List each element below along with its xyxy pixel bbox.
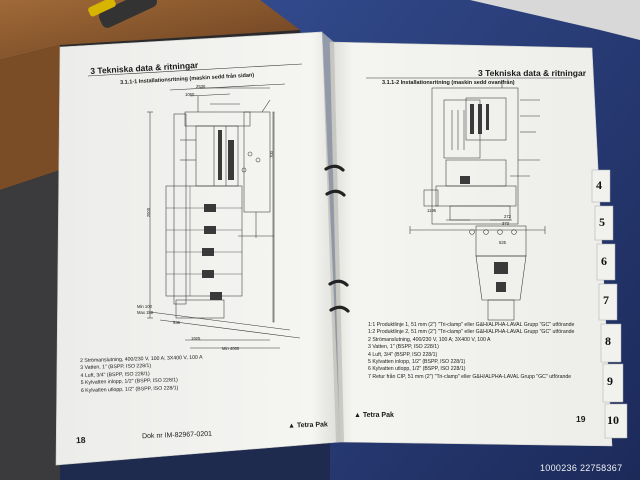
dim-2000: 2000 (146, 207, 152, 218)
index-tabs (591, 169, 628, 439)
dim-2530: 2530 (196, 84, 206, 89)
left-legend: 2 Strömanslutning, 400/230 V, 100 A; 3X4… (80, 355, 203, 395)
dim-373: 373 (502, 221, 509, 226)
tab-8[interactable]: 8 (605, 334, 611, 348)
side-view-grid (166, 186, 242, 296)
dim-1925: 1925 (191, 336, 201, 341)
right-legend: 1:1 Produktlinje 1, 51 mm (2") "Tri-clam… (368, 322, 574, 381)
dim-max150: Max 150 (137, 310, 154, 315)
right-legend-item: 2 Strömanslutning, 400/230 V, 100 A; 3X4… (368, 336, 491, 343)
tool-tip (88, 0, 116, 17)
tetra-pak-triangle-icon: ▲ (287, 422, 296, 430)
tab-6[interactable]: 6 (601, 254, 607, 268)
top-view-drawing (409, 80, 546, 321)
binder-rings (324, 164, 350, 313)
right-legend-item: 7 Retur från CIP, 51 mm (2") "Tri-clamp"… (368, 373, 572, 380)
left-logo-text: Tetra Pak (296, 421, 329, 430)
right-logo-text: Tetra Pak (362, 412, 394, 419)
right-legend-item: 1:2 Produktlinje 2, 51 mm (2") "Tri-clam… (368, 329, 575, 336)
tab-9[interactable]: 9 (607, 374, 613, 388)
dim-1060: 1060 (185, 92, 195, 97)
right-legend-item: 3 Vatten, 1" (BSPP, ISO 228/1) (368, 344, 439, 351)
dim-272: 272 (504, 214, 511, 219)
wood-edge (0, 45, 60, 190)
tool-handle (98, 0, 158, 28)
left-tetra-pak-logo: ▲ Tetra Pak (288, 421, 328, 429)
right-tetra-pak-logo: ▲ Tetra Pak (354, 412, 394, 419)
right-page (329, 41, 613, 447)
left-page-number: 18 (75, 434, 86, 446)
right-legend-item: 6 Kylvatten utlopp, 1/2" (BSPP, ISO 228/… (368, 366, 466, 373)
right-page-number: 19 (576, 414, 586, 424)
dim-936: 936 (173, 320, 180, 325)
tab-10[interactable]: 10 (607, 413, 619, 427)
right-page-header: 3 Tekniska data & ritningar (478, 68, 587, 78)
dim-1195: 1195 (427, 208, 437, 213)
side-view-drawing (147, 83, 301, 349)
tab-7[interactable]: 7 (603, 293, 609, 307)
tab-4[interactable]: 4 (596, 178, 602, 192)
floor (0, 170, 60, 480)
right-legend-item: 5 Kylvatten inlopp, 1/2" (BSPP, ISO 228/… (368, 359, 466, 366)
papers-corner (470, 0, 640, 40)
right-legend-item: 4 Luft, 3/4" (BSPP, ISO 228/1) (368, 351, 438, 358)
left-header-rule (87, 63, 303, 77)
dim-700: 700 (269, 151, 274, 158)
tetra-pak-triangle-icon: ▲ (354, 412, 361, 419)
dim-min100: Min 100 (137, 304, 152, 309)
right-page-subheader: 3.1.1-2 Installationsritning (maskin sed… (382, 80, 515, 86)
spine-shadow (322, 32, 344, 442)
tab-5[interactable]: 5 (599, 215, 605, 229)
watermark: 1000236 22758367 (540, 463, 623, 473)
right-legend-item: 1:1 Produktlinje 1, 51 mm (2") "Tri-clam… (368, 322, 575, 328)
top-view-components (460, 104, 508, 292)
wood-desk (0, 0, 300, 60)
dim-525: 525 (499, 240, 506, 245)
dim-min4000: Min 4000 (222, 346, 240, 351)
